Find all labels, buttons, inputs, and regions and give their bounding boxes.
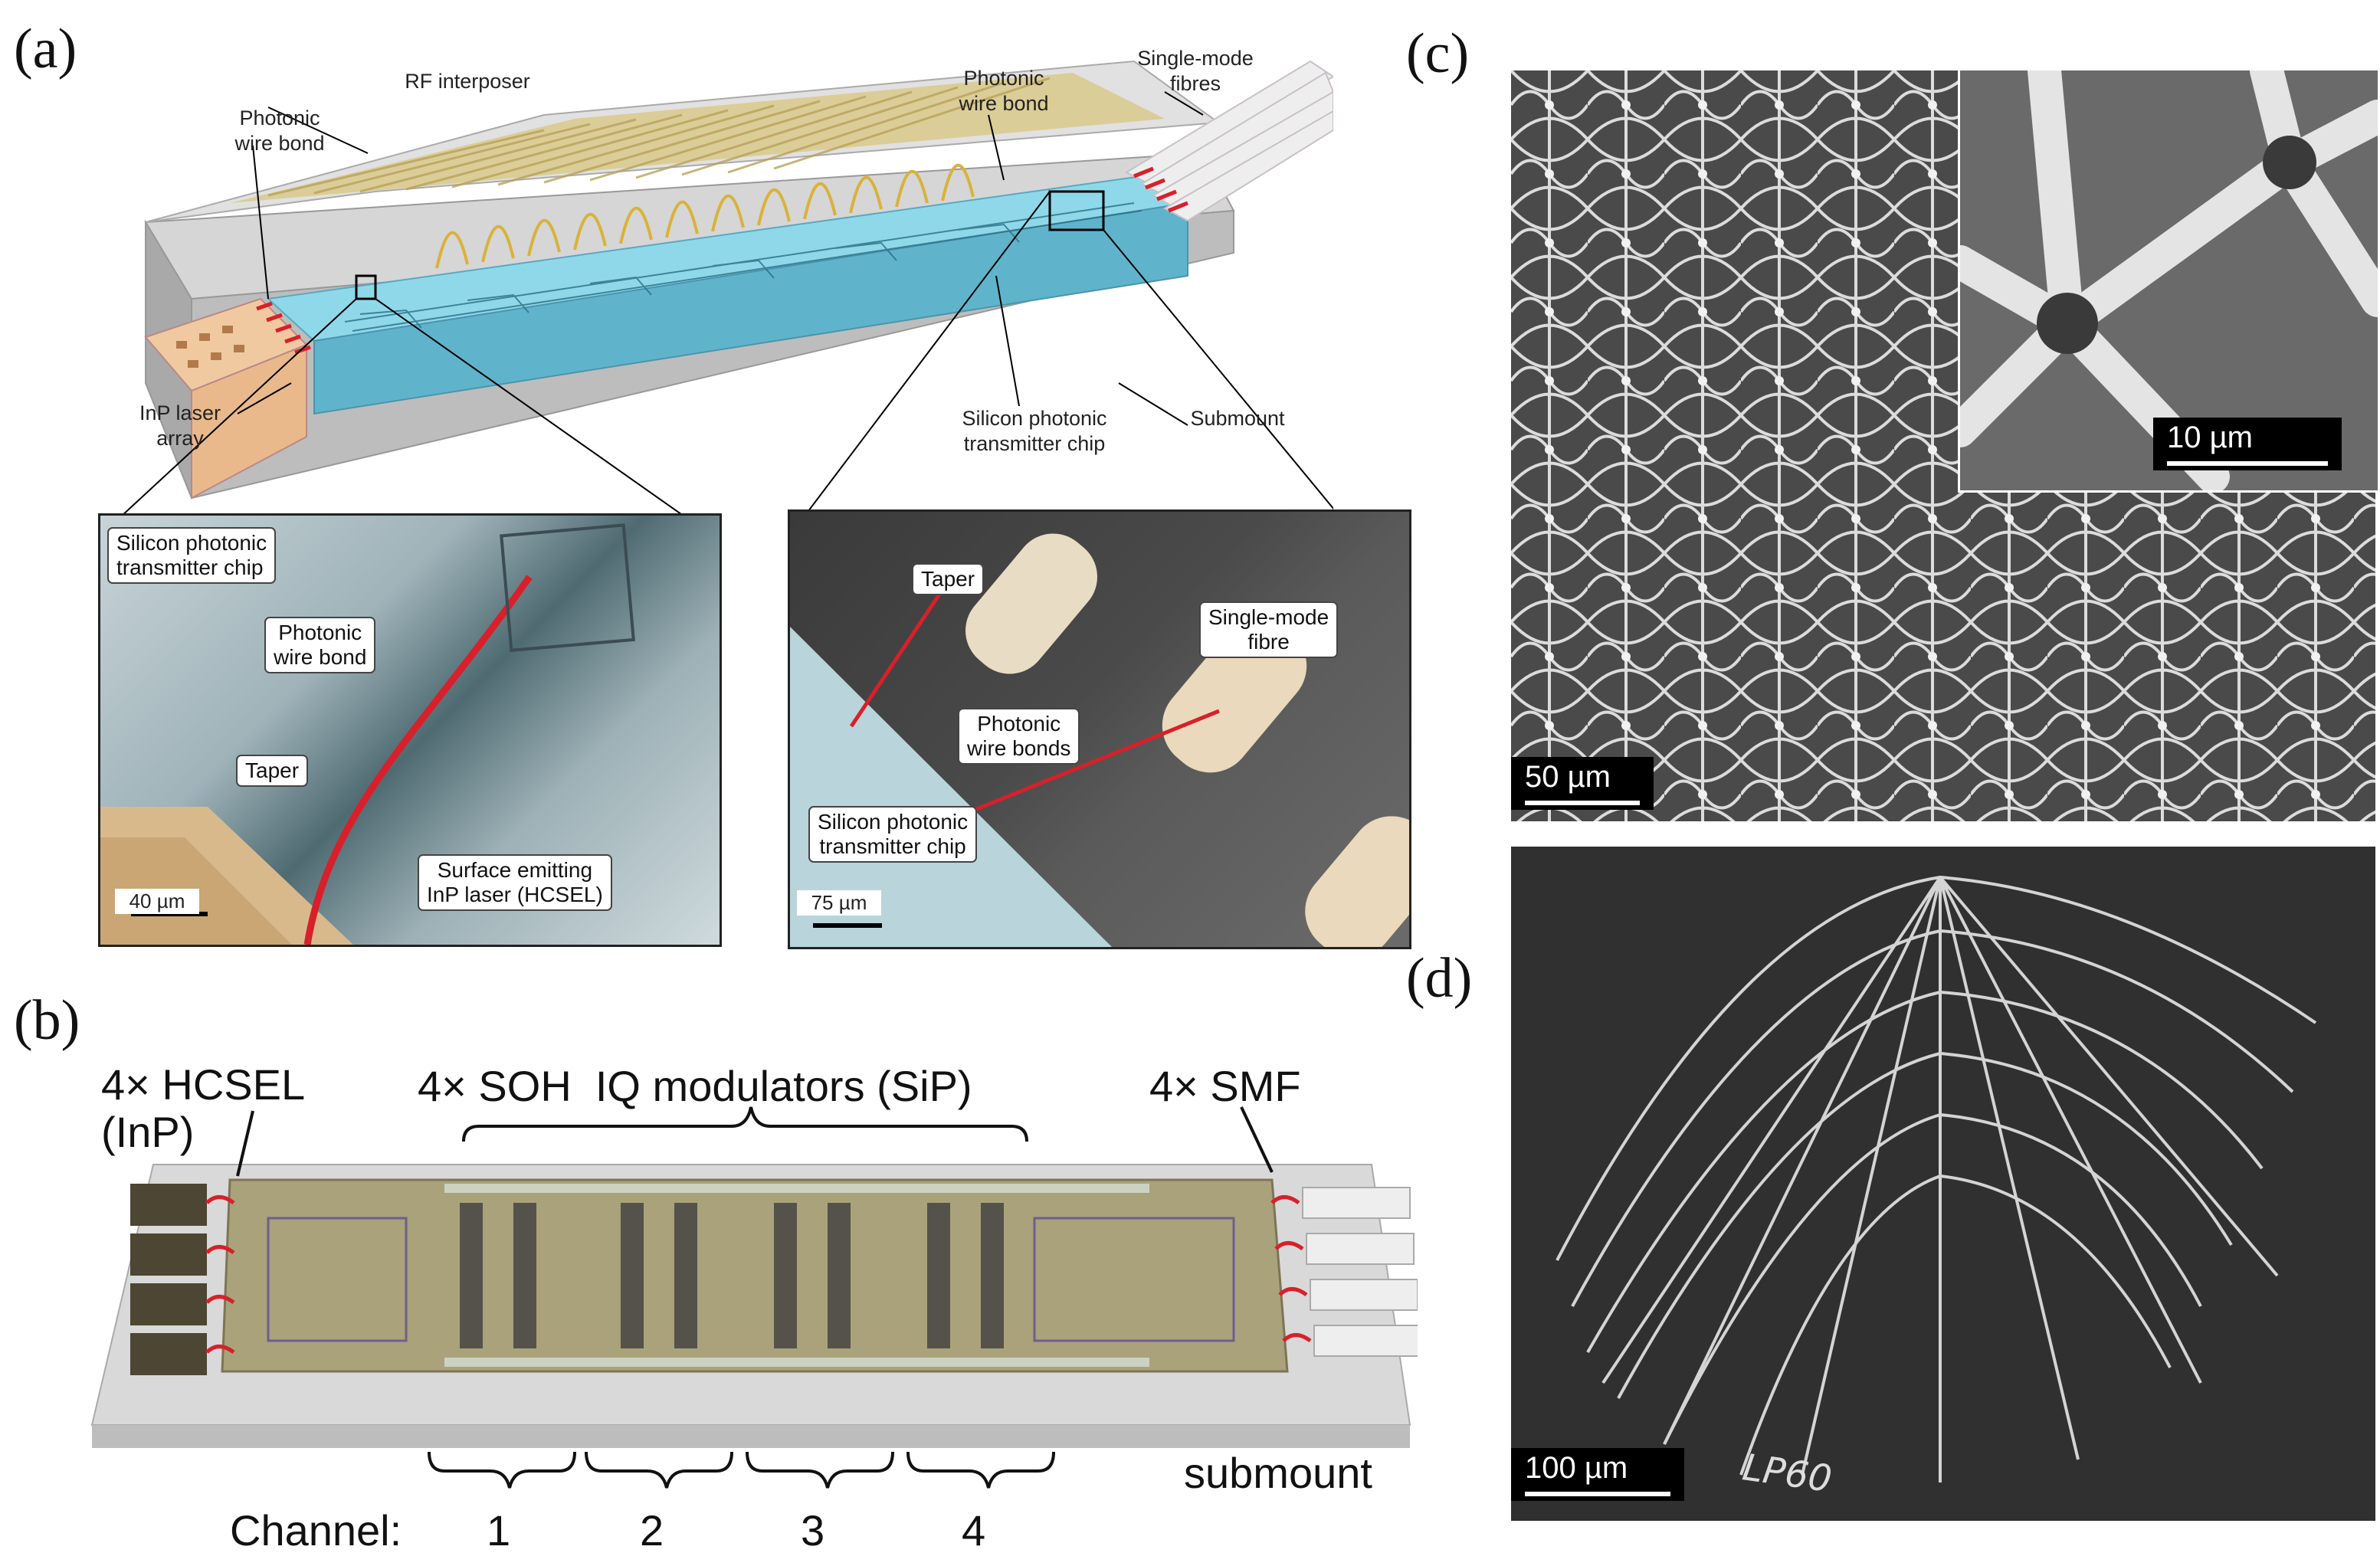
label-photonic-wire-bond-left: Photonic wire bond — [234, 106, 325, 155]
inset-right-wire-bonds-label: Photonic wire bonds — [958, 708, 1080, 765]
panel-b-channel-4: 4 — [962, 1506, 986, 1555]
panel-b-channel-2: 2 — [640, 1506, 664, 1555]
panel-d-scale-text: 100 µm — [1525, 1451, 1628, 1485]
inset-right-scale: 75 µm — [797, 890, 881, 916]
panel-c-letter: (c) — [1406, 22, 1470, 85]
panel-b-smf-label: 4× SMF — [1149, 1062, 1301, 1110]
panel-b-hcsel-label: 4× HCSEL (InP) — [101, 1060, 306, 1156]
panel-a-letter: (a) — [14, 18, 77, 80]
panel-b-channel-3: 3 — [801, 1506, 825, 1555]
panel-a-module-illustration — [123, 60, 1333, 513]
panel-c-scale-main-text: 50 µm — [1525, 760, 1611, 794]
inset-right-chip-label: Silicon photonic transmitter chip — [808, 806, 978, 863]
inset-left-chip-label: Silicon photonic transmitter chip — [107, 527, 277, 584]
inset-left-scale: 40 µm — [115, 889, 199, 914]
panel-b-module-photo — [90, 1164, 1418, 1448]
panel-d-letter: (d) — [1406, 947, 1473, 1010]
panel-b-channel-label: Channel: — [230, 1506, 402, 1555]
label-photonic-wire-bond-right: Photonic wire bond — [959, 67, 1049, 115]
inset-right-taper-label: Taper — [912, 563, 985, 595]
panel-b-soh-label: 4× SOH IQ modulators (SiP) — [418, 1062, 972, 1110]
label-submount: Submount — [1190, 407, 1285, 430]
inset-right-sem — [788, 509, 1411, 949]
panel-d-sem-dome: LP60 — [1511, 847, 2375, 1521]
panel-b-letter: (b) — [14, 989, 80, 1052]
panel-b-channel-1: 1 — [487, 1506, 511, 1555]
panel-b-submount-label: submount — [1184, 1449, 1372, 1497]
panel-c-scale-main: 50 µm — [1511, 757, 1654, 810]
panel-d-scale: 100 µm — [1511, 1448, 1684, 1501]
label-inp-laser-array: InP laser array — [139, 401, 221, 450]
panel-c-scale-inset: 10 µm — [2153, 418, 2342, 470]
label-silicon-photonic-chip: Silicon photonic transmitter chip — [962, 407, 1107, 455]
panel-c-scale-inset-text: 10 µm — [2167, 421, 2253, 454]
inset-left-laser-label: Surface emitting InP laser (HCSEL) — [418, 854, 612, 911]
inset-left-wire-bond-label: Photonic wire bond — [264, 617, 376, 673]
label-rf-interposer: RF interposer — [405, 70, 530, 93]
inset-left-taper-label: Taper — [236, 755, 309, 787]
inset-right-fibre-label: Single-mode fibre — [1199, 601, 1339, 658]
label-single-mode-fibres: Single-mode fibres — [1137, 47, 1254, 95]
